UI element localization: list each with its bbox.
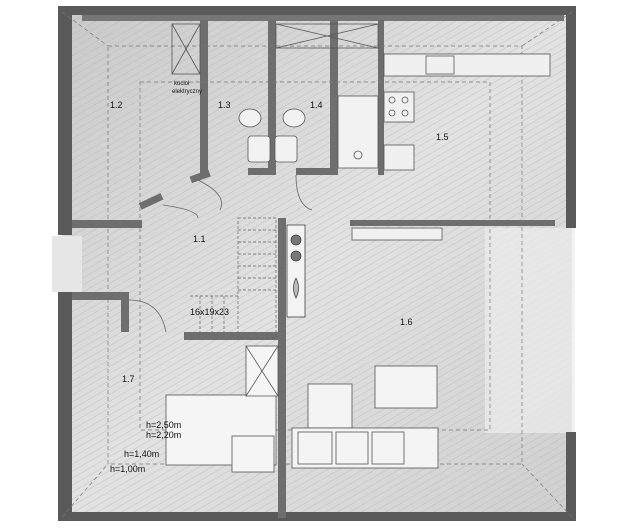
room-label-1-7: 1.7 [122,374,135,384]
room-label-1-1: 1.1 [193,234,206,244]
door-swings [128,174,313,333]
height-label-2-50: h=2,50m [146,420,181,430]
room-label-1-2: 1.2 [110,100,123,110]
room-label-1-3: 1.3 [218,100,231,110]
inner-walls [72,20,555,518]
living-furniture [291,365,439,469]
stairs-label: 16x19x23 [190,307,229,317]
roof-lines [61,11,573,518]
boiler-box [171,23,201,75]
kitchen-counters [351,53,551,241]
boiler-label-line2: elektryczny [172,89,202,95]
room-label-1-4: 1.4 [310,100,323,110]
room-labels: 1.2 1.3 1.4 1.5 1.1 1.6 1.7 [110,100,449,384]
height-label-2-20: h=2,20m [146,430,181,440]
bedroom-bed [165,345,279,473]
height-labels: h=2,50m h=2,20m h=1,40m h=1,00m [110,420,181,474]
staircase [190,217,277,339]
terrace-strip [485,228,575,433]
fireplace [286,224,306,318]
bathroom-fixtures [238,95,379,169]
boiler-label-line1: kocioł [174,81,190,87]
height-label-1-40: h=1,40m [124,449,159,459]
annotations: kocioł elektryczny 16x19x23 [172,81,229,317]
room-label-1-6: 1.6 [400,317,413,327]
room-label-1-5: 1.5 [436,132,449,142]
outer-walls [58,6,576,521]
skylight [275,23,379,49]
height-label-1-00: h=1,00m [110,464,145,474]
entrance-strip [52,236,82,292]
